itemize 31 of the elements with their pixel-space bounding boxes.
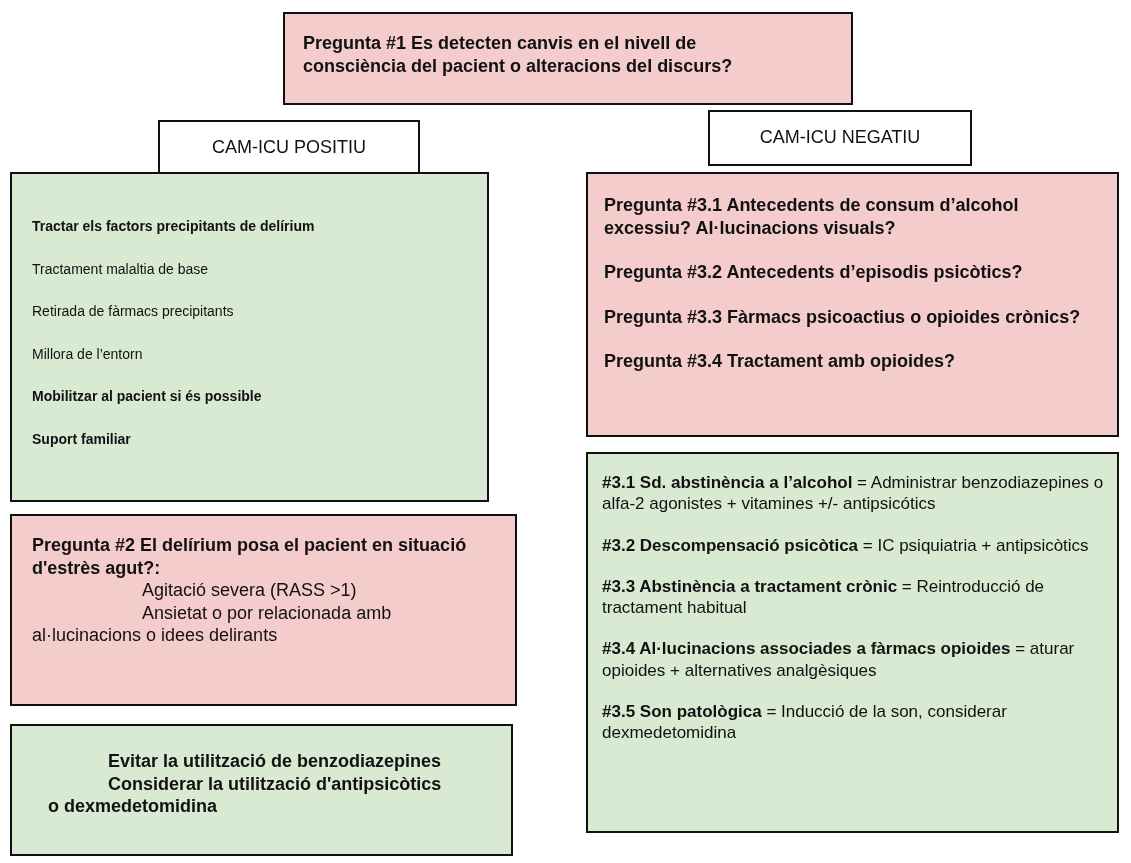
text-box (283, 12, 853, 105)
node-text: Agitació severa (RASS >1) (141, 579, 358, 602)
text-box (10, 172, 489, 502)
label-box (708, 110, 972, 166)
text-box (586, 452, 1119, 833)
node-text: Evitar la utilització de benzodiazepines (107, 750, 443, 773)
node-text: Tractar els factors precipitants de delírium (32, 218, 316, 236)
node-text: Pregunta #3.4 Tractament amb opioides? (604, 350, 957, 373)
text-box (10, 724, 513, 856)
node-text: Pregunta #3.3 Fàrmacs psicoactius o opioides crònics? (604, 305, 1082, 328)
node-text: Pregunta #2 El delírium posa el pacient en situació d'estrès agut?: (32, 534, 468, 579)
node-text: Pregunta #1 Es detecten canvis en el nivell de consciència del pacient o alteracions del discurs? (303, 32, 734, 77)
node-text: Tractament malaltia de base (32, 260, 210, 278)
node-text: #3.5 Son patològica = Inducció de la son, considerar dexmedetomidina (602, 700, 1008, 744)
node-text: Suport familiar (32, 430, 132, 448)
node-text: Retirada de fàrmacs precipitants (32, 303, 235, 321)
node-text: #3.2 Descompensació psicòtica = IC psiquiatria + antipsicòtics (602, 534, 1090, 556)
text-box (586, 172, 1119, 437)
node-text: Ansietat o por relacionada amb al·lucinacions o idees delirants (32, 601, 393, 647)
node-text: Pregunta #3.1 Antecedents de consum d’alcohol excessiu? Al·lucinacions visuals? (604, 194, 1020, 239)
node-text: Pregunta #3.2 Antecedents d’episodis psicòtics? (604, 261, 1024, 284)
node-text: Mobilitzar al pacient si és possible (32, 388, 263, 406)
node-text: #3.4 Al·lucinacions associades a fàrmacs opioides = aturar opioides + alternatives analgèsiques (602, 638, 1076, 681)
node-text: CAM-ICU NEGATIU (758, 126, 922, 149)
label-box (158, 120, 420, 174)
node-text: #3.1 Sd. abstinència a l’alcohol = Administrar benzodiazepines o alfa-2 agonistes + vitamines +/- antipsicótics (602, 472, 1105, 515)
node-text: Considerar la utilització d'antipsicòtics o dexmedetomidina (48, 772, 443, 818)
text-box (10, 514, 517, 706)
node-text: Millora de l’entorn (32, 345, 144, 363)
node-text: #3.3 Abstinència a tractament crònic = Reintroducció de tractament habitual (602, 575, 1046, 619)
node-text: CAM-ICU POSITIU (211, 136, 367, 159)
